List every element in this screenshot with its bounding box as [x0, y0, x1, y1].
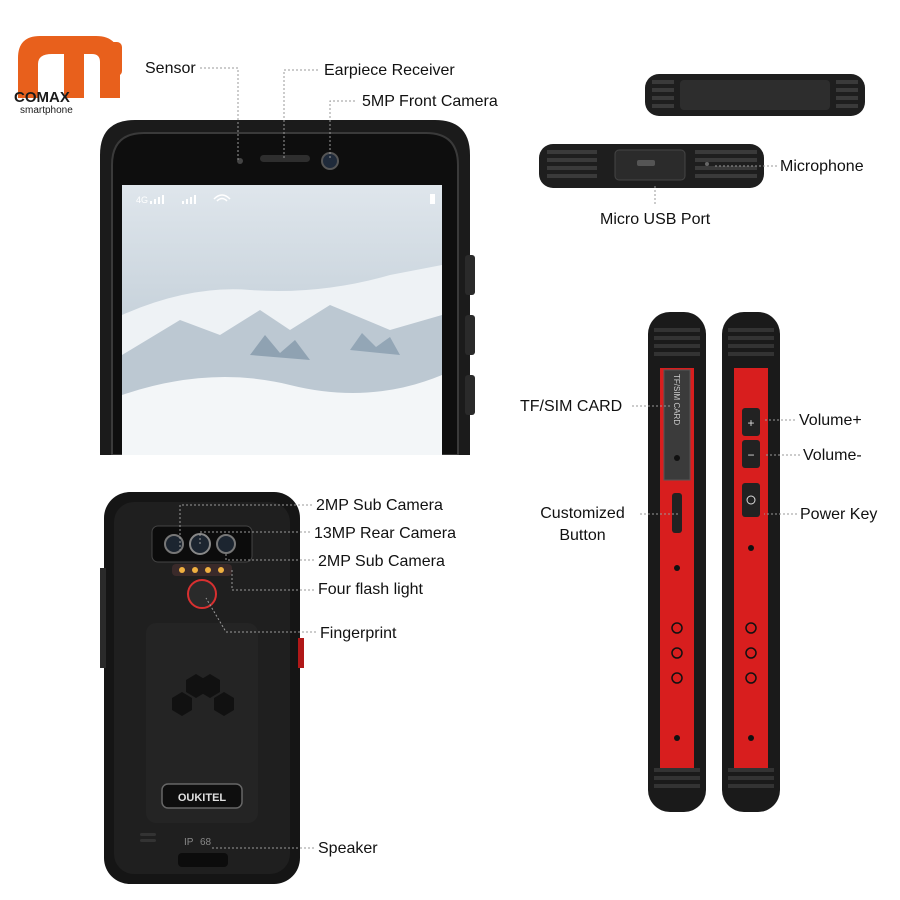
network-indicator: 4G — [136, 195, 148, 205]
label-customized-line2: Button — [559, 527, 606, 544]
label-micro-usb: Micro USB Port — [600, 211, 711, 228]
flash-strip — [172, 564, 232, 576]
brand-plate — [161, 783, 243, 809]
phone-top-edge — [645, 74, 865, 116]
sim-slot-text: TF/SIM CARD — [672, 374, 681, 425]
volume-up-key — [742, 408, 760, 436]
svg-text:+: + — [747, 416, 754, 430]
sub-camera-right — [216, 534, 236, 554]
svg-text:68: 68 — [200, 837, 212, 848]
label-sub-camera-top: 2MP Sub Camera — [316, 497, 443, 514]
volume-down-key — [742, 440, 760, 468]
label-sub-camera-bottom: 2MP Sub Camera — [318, 553, 445, 570]
speaker-grille — [140, 833, 156, 842]
phone-back: OUKITEL IP 68 — [100, 492, 304, 884]
comax-logo-icon — [18, 36, 122, 98]
svg-text:IP: IP — [184, 837, 194, 848]
label-microphone: Microphone — [780, 158, 864, 175]
phone-left-side: TF/SIM CARD — [648, 312, 706, 812]
brand-name: COMAX — [14, 89, 70, 106]
label-sensor: Sensor — [145, 60, 196, 77]
sim-slot-cover — [663, 369, 691, 481]
customized-key — [672, 493, 682, 533]
label-volume-down: Volume- — [803, 447, 862, 464]
label-front-camera: 5MP Front Camera — [362, 93, 498, 110]
phone-right-side: + − — [722, 312, 780, 812]
label-earpiece: Earpiece Receiver — [324, 62, 455, 79]
fingerprint-sensor — [187, 579, 217, 609]
label-flash: Four flash light — [318, 581, 423, 598]
label-rear-camera: 13MP Rear Camera — [314, 525, 456, 542]
phone-brand-logo: OUKITEL — [178, 792, 227, 804]
microphone-hole — [705, 162, 709, 166]
brand-tagline: smartphone — [20, 105, 73, 116]
label-power-key: Power Key — [800, 506, 878, 523]
svg-text:−: − — [747, 448, 754, 462]
battery-icon — [430, 194, 435, 204]
label-speaker: Speaker — [318, 840, 378, 857]
label-customized-line1: Customized — [540, 505, 625, 522]
label-customized-button: Customized Button — [535, 503, 630, 547]
label-volume-up: Volume+ — [799, 412, 862, 429]
label-fingerprint: Fingerprint — [320, 625, 397, 642]
phone-front: 4G — [100, 120, 475, 455]
wifi-icon — [213, 194, 231, 202]
signal-icon — [150, 195, 196, 204]
sub-camera-left — [164, 534, 184, 554]
power-key — [742, 483, 760, 517]
label-tf-sim: TF/SIM CARD — [520, 398, 623, 415]
phone-bottom-edge — [539, 144, 764, 188]
